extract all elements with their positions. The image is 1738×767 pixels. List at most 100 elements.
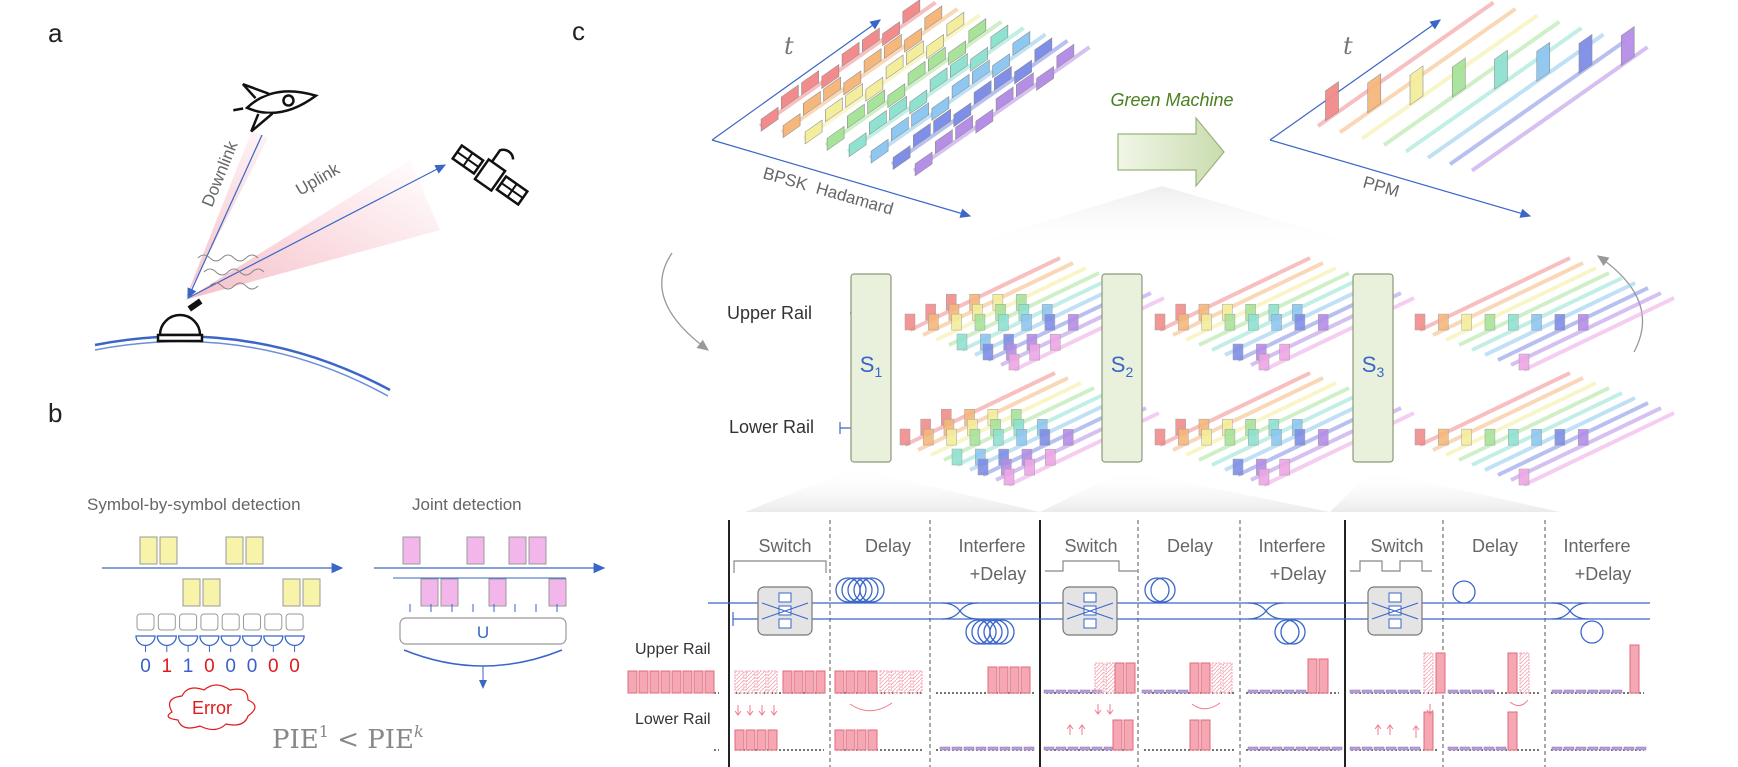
switch-cell bbox=[1083, 592, 1097, 603]
flat-pulse bbox=[1361, 746, 1373, 751]
switch-box-1 bbox=[850, 273, 892, 463]
flat-pulse bbox=[975, 746, 987, 751]
rail-pulse bbox=[1248, 313, 1259, 331]
symbol-pulse bbox=[282, 578, 301, 607]
flat-pulse bbox=[1165, 689, 1177, 694]
rail-codeword bbox=[1432, 261, 1584, 337]
rail-pulse bbox=[1294, 429, 1306, 446]
flat-pulse bbox=[1385, 689, 1397, 694]
flat-pulse bbox=[1623, 746, 1635, 751]
symbol-pulse bbox=[245, 536, 264, 565]
flat-pulse bbox=[951, 746, 963, 751]
photodetector-icon bbox=[263, 635, 284, 647]
rail-codeword bbox=[1523, 296, 1675, 372]
bpsk-chip bbox=[869, 110, 887, 135]
ppm-pulse bbox=[1536, 41, 1551, 82]
flat-pulse bbox=[1575, 746, 1587, 751]
zoom-fan-top bbox=[950, 186, 1380, 250]
pie-right-sup: k bbox=[414, 722, 424, 741]
interfere-header: Interfere bbox=[1258, 536, 1325, 556]
codeword-rail bbox=[912, 45, 1091, 173]
bpsk-chip bbox=[1014, 59, 1032, 85]
right-time-axis-3d bbox=[1269, 19, 1441, 141]
interfere-header: Interfere bbox=[958, 536, 1025, 556]
flat-pulse bbox=[1055, 689, 1067, 694]
flat-pulse bbox=[1079, 746, 1091, 751]
error-cloud-icon bbox=[167, 684, 256, 731]
bpsk-chip bbox=[1012, 30, 1031, 56]
transfer-arrow bbox=[1412, 725, 1420, 738]
rail-pulse bbox=[1016, 429, 1027, 446]
pulse-block bbox=[1123, 719, 1134, 751]
pulse-block bbox=[767, 729, 778, 751]
coupler-icon bbox=[1247, 602, 1285, 620]
joint-pulse bbox=[420, 578, 439, 607]
switch-header: Switch bbox=[1064, 536, 1117, 556]
flat-pulse bbox=[1611, 746, 1623, 751]
flat-pulse bbox=[1043, 746, 1055, 751]
flat-pulse bbox=[1575, 689, 1587, 694]
rail-codeword bbox=[1497, 286, 1649, 362]
bpsk-chip bbox=[1016, 72, 1034, 98]
delay-coil-icon bbox=[859, 577, 885, 603]
zoom-fan-s2 bbox=[1040, 470, 1330, 512]
pulse-block bbox=[1114, 662, 1125, 694]
flat-pulse bbox=[1447, 746, 1459, 751]
pulse-block bbox=[1009, 666, 1020, 694]
joint-pulse bbox=[402, 536, 421, 565]
interfere-delay-header: +Delay bbox=[1270, 564, 1327, 584]
pie-inequality: PIE1 < PIEk bbox=[272, 722, 424, 755]
codeword-rail bbox=[1316, 0, 1495, 128]
optical-circuit bbox=[708, 560, 1650, 645]
upper-rail-small-label: Upper Rail bbox=[635, 641, 711, 658]
pulse-block-vacated bbox=[1211, 662, 1222, 694]
pulse-block-vacated bbox=[767, 670, 778, 694]
ppm-pulse bbox=[1620, 25, 1635, 67]
rail-pulse bbox=[1577, 429, 1589, 446]
bpsk-chip bbox=[889, 95, 907, 121]
rail-pulse bbox=[899, 428, 911, 446]
pulse-block bbox=[704, 670, 715, 694]
rail-pulse bbox=[969, 428, 981, 446]
pulse-block-vacated bbox=[1105, 662, 1116, 694]
rail-pulse bbox=[1024, 458, 1035, 476]
bpsk-chip bbox=[946, 11, 965, 37]
rail-pulse bbox=[993, 428, 1004, 446]
codeword-rail bbox=[1382, 20, 1561, 147]
bpsk-chip bbox=[924, 5, 943, 31]
rail-pulse bbox=[956, 333, 968, 351]
bpsk-chip bbox=[760, 106, 779, 132]
photodetector-icon bbox=[241, 635, 263, 647]
transfer-arrow bbox=[1374, 724, 1382, 735]
transfer-arrow bbox=[1094, 704, 1102, 715]
pulse-block bbox=[867, 729, 878, 751]
pulse-block bbox=[845, 670, 856, 694]
delay-coil-icon bbox=[853, 577, 879, 603]
flat-pulse bbox=[1459, 746, 1471, 751]
joint-pulse bbox=[488, 578, 507, 607]
bpsk-chip bbox=[891, 116, 909, 142]
delay-header: Delay bbox=[865, 536, 911, 556]
rail-pulse bbox=[904, 313, 916, 331]
pulse-block bbox=[834, 729, 845, 751]
flat-pulse bbox=[963, 746, 975, 751]
pulse-rows bbox=[627, 644, 1647, 751]
bpsk-chip bbox=[951, 73, 970, 99]
rail-pulse bbox=[1279, 458, 1290, 476]
bpsk-chip bbox=[975, 108, 994, 134]
detector-box bbox=[221, 613, 240, 631]
rail-codeword bbox=[1211, 391, 1363, 467]
flat-pulse bbox=[987, 746, 999, 751]
rail-pulse bbox=[1414, 313, 1426, 331]
flat-pulse bbox=[1079, 689, 1091, 694]
pie-compare: < bbox=[329, 725, 367, 755]
earth-surface bbox=[94, 335, 391, 392]
flat-pulse bbox=[1447, 689, 1459, 694]
rail-pulse bbox=[1178, 313, 1189, 331]
switch-crossing bbox=[761, 602, 809, 620]
detector-box bbox=[243, 613, 261, 631]
switch-cell bbox=[778, 592, 792, 603]
flat-pulse bbox=[1259, 689, 1271, 694]
flat-pulse bbox=[1295, 746, 1307, 751]
